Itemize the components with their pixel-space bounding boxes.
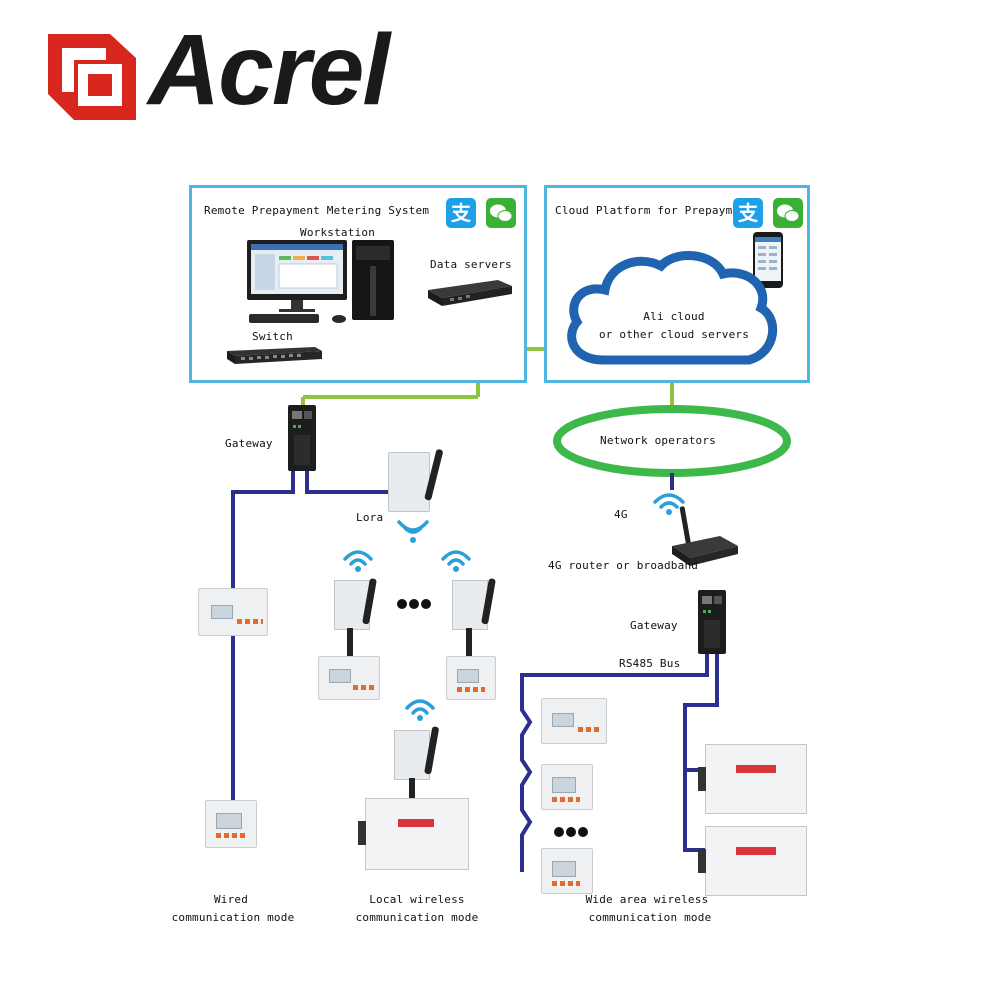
server-tower-icon xyxy=(352,240,394,320)
network-operators-label: Network operators xyxy=(600,434,716,447)
energy-meter xyxy=(318,656,380,700)
energy-meter xyxy=(205,800,257,848)
switch-label: Switch xyxy=(252,330,293,343)
connector xyxy=(466,628,472,658)
wifi-icon xyxy=(441,550,471,572)
local-mode-label-line2: communication mode xyxy=(355,911,479,924)
wifi-icon xyxy=(343,550,373,572)
wired-mode-label-line1: Wired xyxy=(213,893,249,906)
wide-mode-label-line2: communication mode xyxy=(588,911,712,924)
energy-meter xyxy=(198,588,268,636)
meter-cabinet xyxy=(698,826,807,896)
wide-mode-label-line1: Wide area wireless xyxy=(585,893,709,906)
cloud-icon xyxy=(567,251,778,365)
panel-title: Cloud Platform for Prepayment xyxy=(555,204,753,217)
router-icon xyxy=(672,506,738,566)
other-cloud-label: or other cloud servers xyxy=(598,328,750,341)
lora-module xyxy=(388,452,430,512)
energy-meter xyxy=(446,656,496,700)
alipay-icon: 支 xyxy=(733,198,763,228)
wechat-icon xyxy=(486,198,516,228)
energy-meter xyxy=(541,848,593,894)
meter-cabinet xyxy=(698,744,807,814)
energy-meter xyxy=(541,764,593,810)
panel-title: Remote Prepayment Metering System xyxy=(204,204,430,217)
ellipsis-icon xyxy=(397,599,431,609)
wireless-module xyxy=(394,730,430,780)
switch-icon xyxy=(227,347,322,364)
rs485-label: RS485 Bus xyxy=(619,657,681,670)
wifi-icon xyxy=(405,699,435,721)
wechat-icon xyxy=(773,198,803,228)
acrel-logo-icon xyxy=(48,34,136,120)
ali-cloud-label: Ali cloud xyxy=(643,310,705,323)
connector xyxy=(409,778,415,800)
gateway-right-label: Gateway xyxy=(630,619,678,632)
remote-prepayment-panel: Remote Prepayment Metering System 支 Work… xyxy=(189,185,527,383)
ellipsis-icon xyxy=(554,827,588,837)
rack-server-icon xyxy=(428,280,512,306)
wifi-icon xyxy=(653,493,685,515)
wifi-icon xyxy=(397,520,429,543)
workstation-label: Workstation xyxy=(300,226,376,239)
4g-label: 4G xyxy=(614,508,628,521)
gateway-left-label: Gateway xyxy=(225,437,273,450)
cloud-platform-panel: Cloud Platform for Prepayment 支 Ali clou… xyxy=(544,185,810,383)
energy-meter xyxy=(541,698,607,744)
local-mode-label-line1: Local wireless xyxy=(369,893,465,906)
alipay-icon: 支 xyxy=(446,198,476,228)
smartphone-icon xyxy=(753,232,783,288)
lora-label: Lora xyxy=(356,511,384,524)
wired-mode-label-line2: communication mode xyxy=(171,911,295,924)
gateway-device-icon xyxy=(288,405,316,471)
router-label: 4G router or broadband xyxy=(548,559,699,572)
gateway-device-icon xyxy=(698,590,726,654)
data-servers-label: Data servers xyxy=(430,258,512,271)
brand-name: Acrel xyxy=(148,14,390,126)
monitor-icon xyxy=(247,240,347,323)
connector xyxy=(347,628,353,658)
meter-cabinet xyxy=(358,798,469,870)
